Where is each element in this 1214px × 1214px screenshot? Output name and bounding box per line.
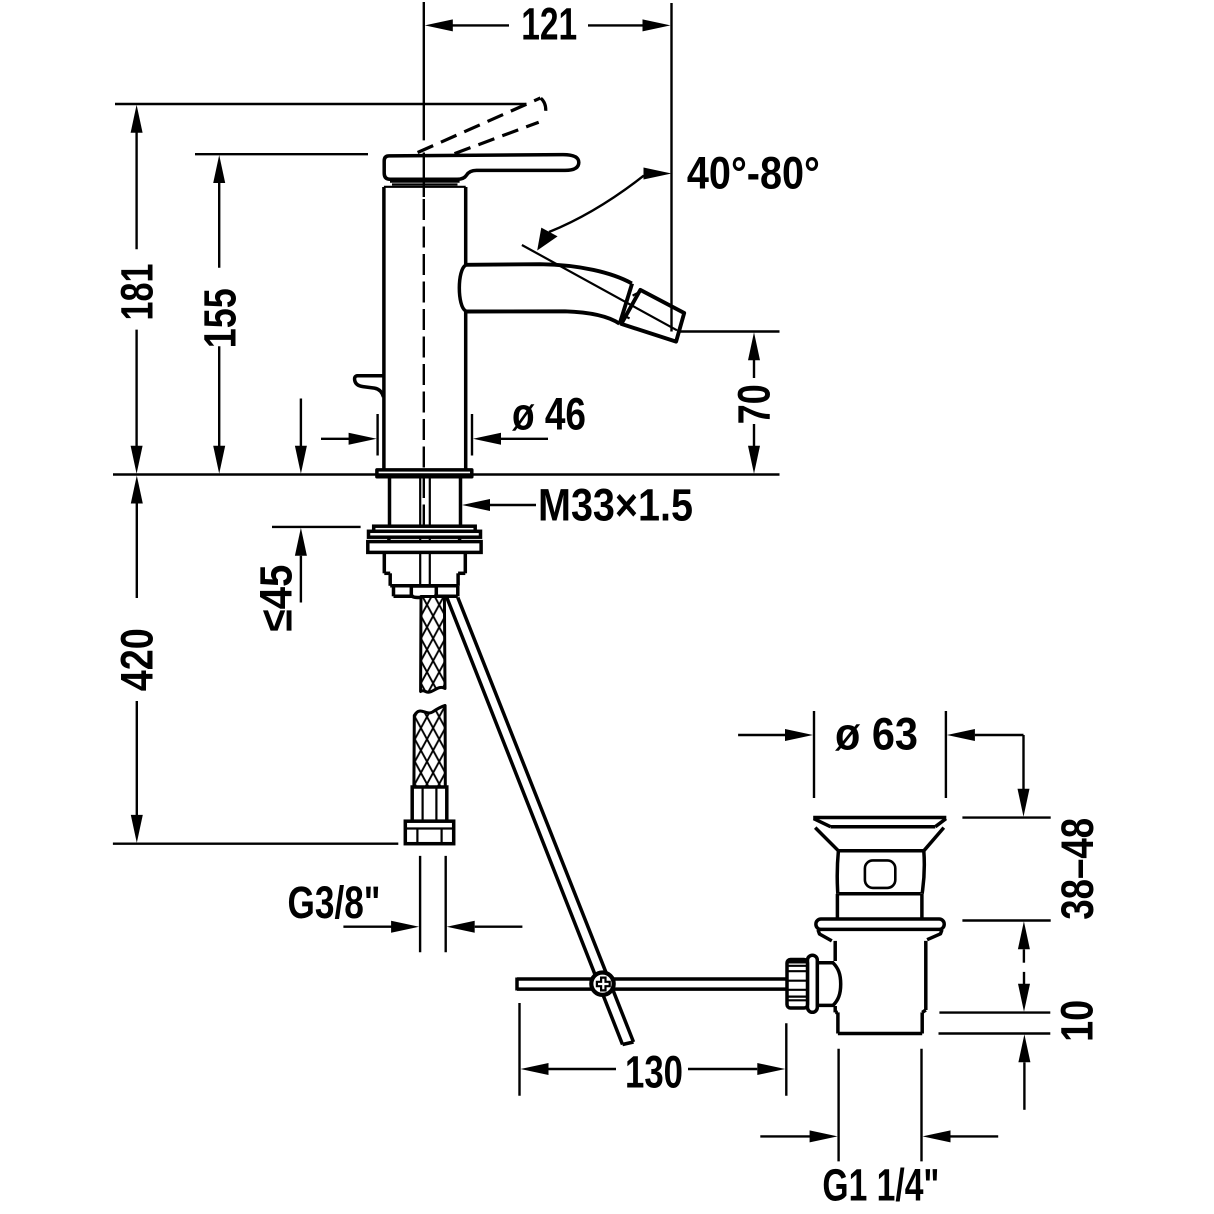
svg-text:≤45: ≤45 [251, 565, 302, 632]
svg-text:ø 46: ø 46 [512, 389, 586, 440]
svg-text:G3/8": G3/8" [288, 877, 381, 928]
svg-text:10: 10 [1052, 1000, 1103, 1042]
svg-text:G1 1/4": G1 1/4" [822, 1160, 939, 1211]
svg-text:70: 70 [729, 384, 780, 424]
svg-text:38–48: 38–48 [1052, 818, 1103, 920]
svg-text:121: 121 [521, 0, 577, 50]
svg-text:ø 63: ø 63 [835, 709, 918, 760]
svg-text:M33×1.5: M33×1.5 [538, 480, 693, 531]
svg-text:181: 181 [112, 264, 163, 321]
svg-text:130: 130 [625, 1047, 683, 1098]
svg-text:420: 420 [112, 628, 163, 691]
svg-text:155: 155 [194, 288, 245, 348]
svg-text:40°-80°: 40°-80° [687, 148, 820, 199]
